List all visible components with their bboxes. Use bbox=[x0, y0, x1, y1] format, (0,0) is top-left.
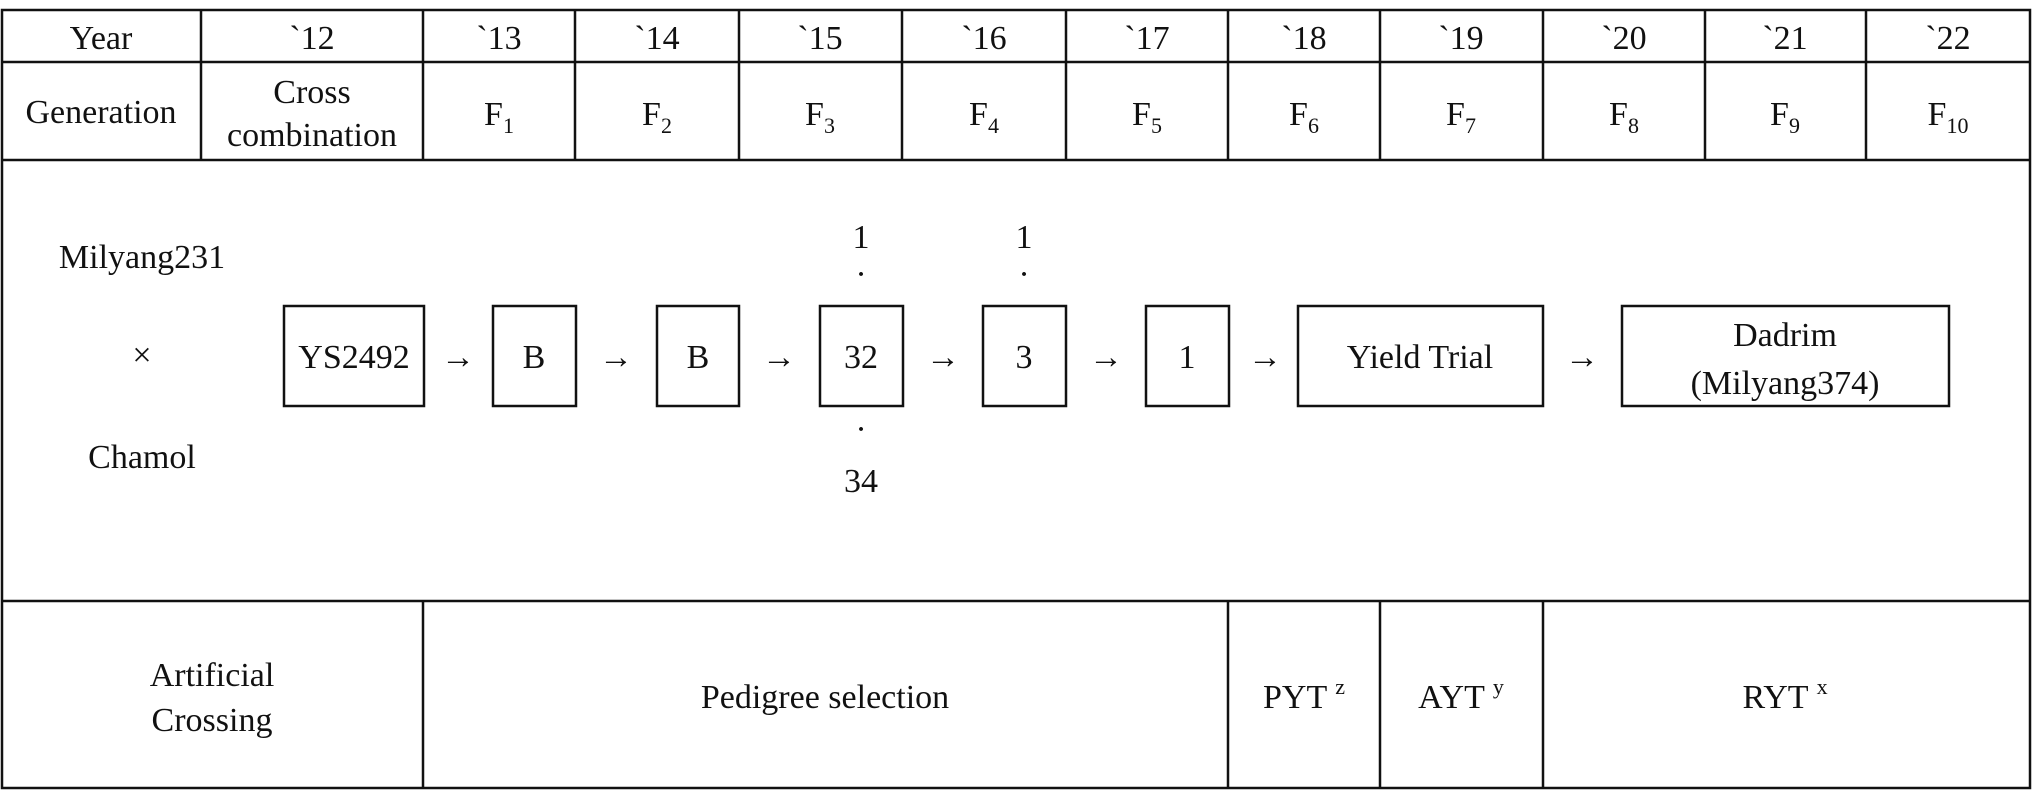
year-cell: `19 bbox=[1438, 20, 1483, 57]
table-grid bbox=[0, 8, 2032, 790]
node-box-ys2492 bbox=[282, 304, 426, 408]
year-cell: `20 bbox=[1601, 20, 1646, 57]
year-cell: `17 bbox=[1124, 20, 1169, 57]
node-label: B bbox=[687, 339, 710, 376]
generation-cell: F3 bbox=[805, 96, 835, 138]
selection-flow: Milyang231 × Chamol YS2492 B B 1 · 32 · … bbox=[59, 219, 1951, 500]
cross-combination-line1: Cross bbox=[273, 74, 350, 111]
generation-cell: F5 bbox=[1132, 96, 1162, 138]
stage-pedigree-selection: Pedigree selection bbox=[701, 679, 949, 716]
arrow-icon: → bbox=[599, 339, 633, 376]
stage-artificial-line1: Artificial bbox=[150, 657, 275, 694]
node-box-yield-trial bbox=[1296, 304, 1545, 408]
generation-label: Generation bbox=[25, 94, 176, 131]
year-cell: `12 bbox=[289, 20, 334, 57]
year-cell: `13 bbox=[476, 20, 521, 57]
node-label: YS2492 bbox=[298, 339, 409, 376]
year-cell: `22 bbox=[1925, 20, 1970, 57]
year-cell: `15 bbox=[797, 20, 842, 57]
node-box-dadrim bbox=[1620, 304, 1951, 408]
year-row: Year `12 `13 `14 `15 `16 `17 `18 `19 `20… bbox=[70, 20, 1971, 57]
node-above-label: 1 bbox=[853, 219, 870, 256]
cross-combination-line2: combination bbox=[227, 117, 397, 154]
generation-row: Generation Cross combination F1 F2 F3 F4… bbox=[25, 74, 1968, 154]
year-cell: `14 bbox=[634, 20, 679, 57]
dot-separator: · bbox=[1018, 256, 1029, 293]
node-above-label: 1 bbox=[1016, 219, 1033, 256]
table-border bbox=[0, 8, 2032, 790]
arrow-icon: → bbox=[1565, 339, 1599, 376]
arrow-icon: → bbox=[1089, 339, 1123, 376]
dot-separator: · bbox=[855, 411, 866, 448]
generation-cell: F7 bbox=[1446, 96, 1476, 138]
node-box-3 bbox=[981, 304, 1068, 408]
generation-cell: F4 bbox=[969, 96, 999, 138]
node-box-b2 bbox=[655, 304, 741, 408]
dot-separator: · bbox=[855, 256, 866, 293]
generation-cell: F2 bbox=[642, 96, 672, 138]
node-label: 3 bbox=[1016, 339, 1033, 376]
variety-name: Dadrim bbox=[1733, 317, 1837, 354]
cross-symbol: × bbox=[132, 337, 151, 374]
variety-alias: (Milyang374) bbox=[1691, 365, 1880, 402]
arrow-icon: → bbox=[762, 339, 796, 376]
generation-cell: F1 bbox=[484, 96, 514, 138]
node-box-1 bbox=[1144, 304, 1231, 408]
stage-artificial-line2: Crossing bbox=[152, 702, 273, 739]
parent-male: Chamol bbox=[88, 439, 196, 476]
year-cell: `21 bbox=[1762, 20, 1807, 57]
stage-row: Artificial Crossing Pedigree selection P… bbox=[150, 657, 1828, 739]
year-cell: `16 bbox=[961, 20, 1006, 57]
generation-cell: F8 bbox=[1609, 96, 1639, 138]
arrow-icon: → bbox=[441, 339, 475, 376]
parent-female: Milyang231 bbox=[59, 239, 225, 276]
node-label: 32 bbox=[844, 339, 878, 376]
year-cell: `18 bbox=[1281, 20, 1326, 57]
year-label: Year bbox=[70, 20, 133, 57]
generation-cell: F6 bbox=[1289, 96, 1319, 138]
node-label: 1 bbox=[1179, 339, 1196, 376]
node-label: B bbox=[523, 339, 546, 376]
arrow-icon: → bbox=[1248, 339, 1282, 376]
node-label: Yield Trial bbox=[1347, 339, 1493, 376]
node-box-b1 bbox=[491, 304, 578, 408]
generation-cell: F10 bbox=[1928, 96, 1969, 138]
generation-cell: F9 bbox=[1770, 96, 1800, 138]
arrow-icon: → bbox=[926, 339, 960, 376]
node-box-32 bbox=[818, 304, 905, 408]
node-below-label: 34 bbox=[844, 463, 878, 500]
